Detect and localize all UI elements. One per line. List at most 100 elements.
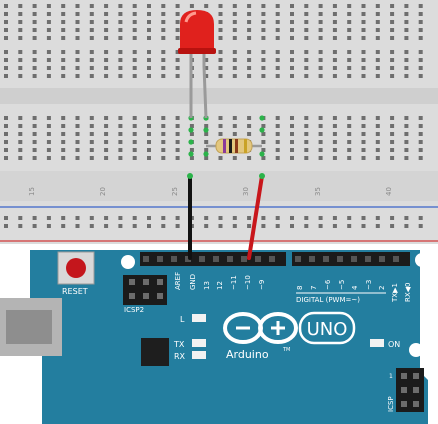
breadboard-hole bbox=[418, 12, 423, 16]
breadboard-hole bbox=[132, 4, 137, 8]
breadboard-hole bbox=[104, 132, 109, 136]
breadboard-hole bbox=[218, 50, 223, 54]
resistor[interactable] bbox=[206, 138, 262, 154]
breadboard-hole bbox=[404, 66, 409, 70]
breadboard-hole bbox=[161, 124, 166, 128]
breadboard-hole bbox=[175, 12, 180, 16]
breadboard-hole bbox=[18, 4, 23, 8]
breadboard-hole bbox=[218, 216, 223, 220]
breadboard-hole bbox=[404, 124, 409, 128]
breadboard-hole bbox=[18, 74, 23, 78]
breadboard-hole bbox=[61, 224, 66, 228]
resistor-band-3 bbox=[235, 139, 238, 153]
breadboard-hole bbox=[175, 50, 180, 54]
led-tx-indicator bbox=[192, 339, 206, 347]
breadboard-hole bbox=[247, 28, 252, 32]
breadboard-hole bbox=[261, 20, 266, 24]
breadboard-hole bbox=[118, 148, 123, 152]
breadboard-hole bbox=[189, 4, 194, 8]
breadboard-hole bbox=[4, 132, 8, 136]
breadboard-hole bbox=[218, 74, 223, 78]
breadboard-hole bbox=[32, 66, 37, 70]
breadboard-hole bbox=[147, 148, 151, 152]
pin-label: ~11 bbox=[230, 275, 238, 290]
breadboard-hole bbox=[75, 66, 80, 70]
breadboard-hole bbox=[290, 216, 294, 220]
breadboard-hole bbox=[332, 140, 337, 144]
red-led[interactable] bbox=[178, 10, 216, 119]
reset-button[interactable] bbox=[57, 251, 95, 285]
breadboard-hole bbox=[118, 36, 123, 40]
breadboard-hole bbox=[332, 148, 337, 152]
breadboard-hole bbox=[32, 20, 37, 24]
breadboard-hole bbox=[418, 124, 423, 128]
breadboard-hole bbox=[318, 224, 323, 228]
breadboard-hole bbox=[4, 156, 8, 160]
breadboard-hole bbox=[375, 12, 380, 16]
connected-hole-highlight bbox=[259, 115, 265, 121]
breadboard-hole bbox=[75, 36, 80, 40]
breadboard-hole bbox=[390, 58, 395, 62]
digital-label: DIGITAL (PWM=~) bbox=[296, 296, 360, 304]
breadboard-hole bbox=[418, 116, 423, 120]
breadboard-hole bbox=[232, 50, 237, 54]
breadboard-hole bbox=[118, 28, 123, 32]
breadboard-hole bbox=[390, 74, 395, 78]
breadboard-hole bbox=[261, 216, 266, 220]
breadboard-hole bbox=[18, 50, 23, 54]
breadboard-hole bbox=[404, 28, 409, 32]
breadboard-hole bbox=[290, 124, 294, 128]
pin-label-aref: AREF bbox=[174, 272, 182, 290]
breadboard-hole bbox=[204, 216, 209, 220]
breadboard-hole bbox=[304, 58, 309, 62]
column-number-label: 25 bbox=[171, 187, 179, 196]
breadboard-hole bbox=[261, 4, 266, 8]
breadboard-hole bbox=[404, 4, 409, 8]
pin-label: 4 bbox=[351, 285, 359, 290]
breadboard-hole bbox=[189, 156, 194, 160]
breadboard-hole bbox=[61, 116, 66, 120]
breadboard-hole bbox=[318, 148, 323, 152]
breadboard-hole bbox=[275, 50, 280, 54]
breadboard-hole bbox=[361, 20, 366, 24]
breadboard-hole bbox=[347, 156, 352, 160]
connected-hole-highlight bbox=[203, 151, 209, 157]
breadboard-hole bbox=[161, 50, 166, 54]
breadboard-hole bbox=[332, 116, 337, 120]
breadboard-hole bbox=[147, 216, 151, 220]
breadboard-hole bbox=[390, 36, 395, 40]
led-label-on: ON bbox=[388, 340, 400, 349]
icsp2-label: ICSP2 bbox=[124, 306, 144, 314]
breadboard-hole bbox=[4, 36, 8, 40]
breadboard-hole bbox=[232, 58, 237, 62]
breadboard-hole bbox=[89, 156, 94, 160]
breadboard-hole bbox=[390, 50, 395, 54]
wires[interactable] bbox=[187, 173, 265, 260]
breadboard-hole bbox=[132, 20, 137, 24]
breadboard-hole bbox=[189, 148, 194, 152]
pin-label: ~6 bbox=[324, 279, 332, 290]
column-number-label: 30 bbox=[242, 187, 250, 196]
breadboard-hole bbox=[161, 58, 166, 62]
breadboard-hole bbox=[361, 58, 366, 62]
breadboard-hole bbox=[247, 132, 252, 136]
breadboard-hole bbox=[404, 132, 409, 136]
wire-end-highlight bbox=[259, 173, 265, 179]
breadboard-hole bbox=[75, 124, 80, 128]
breadboard-hole bbox=[46, 116, 51, 120]
breadboard-hole bbox=[361, 28, 366, 32]
breadboard-hole bbox=[75, 50, 80, 54]
breadboard-hole bbox=[247, 74, 252, 78]
breadboard-hole bbox=[390, 20, 395, 24]
breadboard-hole bbox=[75, 4, 80, 8]
breadboard-hole bbox=[118, 66, 123, 70]
breadboard-hole bbox=[332, 132, 337, 136]
breadboard-hole bbox=[175, 140, 180, 144]
breadboard-hole bbox=[418, 148, 423, 152]
breadboard-hole bbox=[232, 4, 237, 8]
signal-wire[interactable] bbox=[247, 174, 264, 260]
connected-hole-highlight bbox=[188, 127, 194, 133]
breadboard-hole bbox=[4, 74, 8, 78]
breadboard-hole bbox=[304, 116, 309, 120]
